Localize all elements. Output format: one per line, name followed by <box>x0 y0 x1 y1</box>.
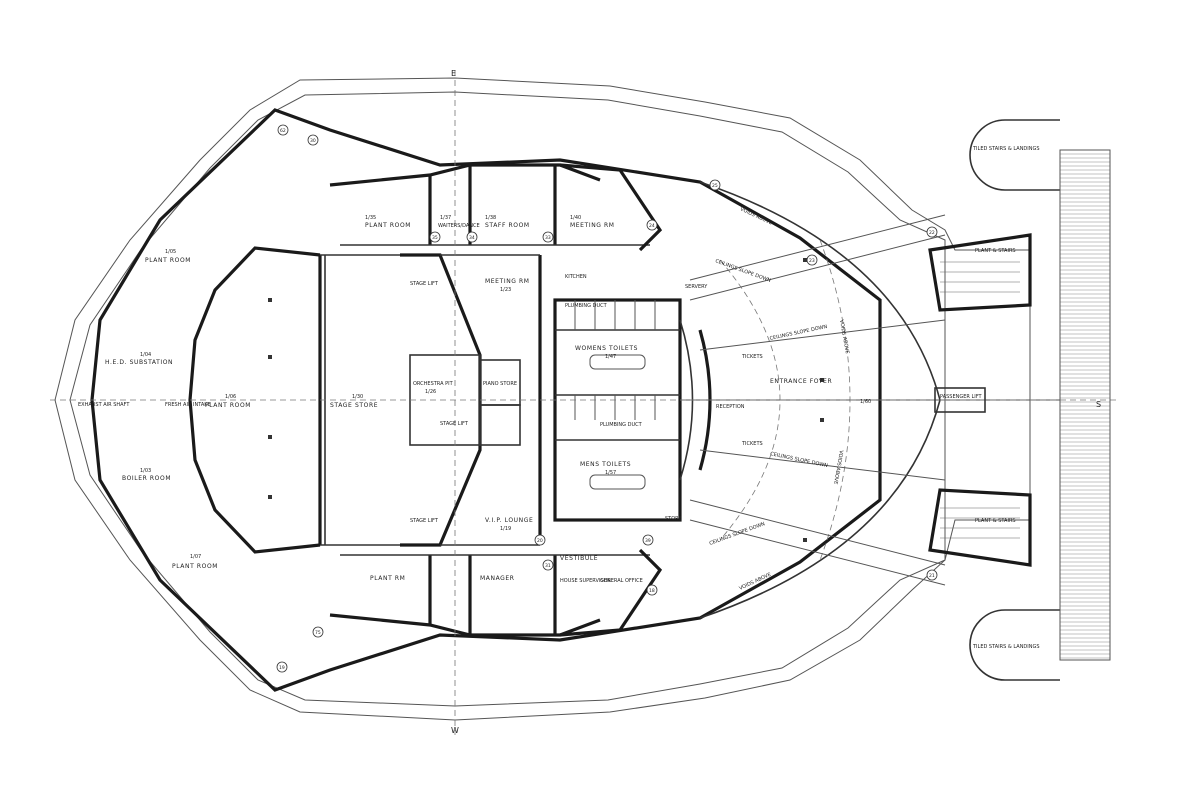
bottom-rooms <box>329 548 663 637</box>
label-voids-2: VOIDS ABOVE <box>838 319 850 354</box>
label-ceiling-4: CEILINGS SLOPE DOWN <box>709 521 766 547</box>
label-plumbing-duct: PLUMBING DUCT <box>565 303 608 309</box>
label-stage-lift-3: STAGE LIFT <box>410 518 439 524</box>
label-plant-stairs-bottom: PLANT & STAIRS <box>975 518 1016 524</box>
label-general-office: GENERAL OFFICE <box>600 578 643 584</box>
label-reception: RECEPTION <box>716 404 745 410</box>
label-tickets-1: TICKETS <box>741 354 763 360</box>
svg-text:18: 18 <box>649 588 655 594</box>
svg-text:30: 30 <box>310 138 316 144</box>
svg-text:23: 23 <box>809 258 815 264</box>
compass-s: S <box>1096 400 1101 409</box>
label-mens-toilets: MENS TOILETS <box>580 461 631 468</box>
label-meeting-rm-no: 1/40 <box>570 215 581 221</box>
label-vestibule: VESTIBULE <box>560 555 598 562</box>
columns <box>268 258 824 542</box>
svg-text:75: 75 <box>315 630 321 636</box>
label-plant-rm-s: PLANT RM <box>370 575 405 582</box>
label-exhaust: EXHAUST AIR SHAFT <box>78 402 130 408</box>
terrace-hatching <box>1059 149 1111 661</box>
svg-text:20: 20 <box>537 538 543 544</box>
label-womens-no: 1/47 <box>605 354 616 360</box>
compass-e: E <box>451 69 456 78</box>
building-perimeter <box>90 108 882 692</box>
label-tickets-2: TICKETS <box>741 441 763 447</box>
label-voids-3: VOIDS ABOVE <box>832 450 844 485</box>
label-servery: SERVERY <box>685 284 708 290</box>
label-foyer-no: 1/60 <box>860 399 871 405</box>
outer-boundary <box>54 77 1031 721</box>
top-rooms <box>329 163 663 252</box>
toilet-block <box>553 298 682 522</box>
stage-area <box>400 253 542 547</box>
label-meeting-rm: MEETING RM <box>570 222 615 229</box>
label-kitchen: KITCHEN <box>565 274 587 280</box>
label-staff-room-no: 1/38 <box>485 215 496 221</box>
label-stage-store: STAGE STORE <box>330 402 378 409</box>
label-fresh-air: FRESH AIR INTAKE <box>165 402 211 408</box>
label-plant-room-nw: PLANT ROOM <box>145 257 191 264</box>
label-plumbing-duct-2: PLUMBING DUCT <box>600 422 643 428</box>
foyer-walls <box>50 70 1120 735</box>
svg-text:62: 62 <box>280 128 286 134</box>
svg-text:34: 34 <box>469 235 475 241</box>
terrace-frame <box>1059 149 1111 661</box>
svg-text:19: 19 <box>279 665 285 671</box>
label-plant-stairs-top: PLANT & STAIRS <box>975 248 1016 254</box>
label-meeting-rm2-no: 1/23 <box>500 287 511 293</box>
label-stage-store-no: 1/30 <box>352 394 363 400</box>
label-orchestra-no: 1/26 <box>425 389 436 395</box>
label-ceiling-2: CEILINGS SLOPE DOWN <box>769 324 828 342</box>
label-ceiling-3: CEILINGS SLOPE DOWN <box>770 451 829 469</box>
label-waiters: WAITERS/DANCE <box>438 223 480 229</box>
label-meeting-rm2: MEETING RM <box>485 278 530 285</box>
label-boiler: BOILER ROOM <box>122 475 171 482</box>
label-entrance-foyer: ENTRANCE FOYER <box>770 378 832 385</box>
label-piano-store: PIANO STORE <box>483 381 517 387</box>
tiled-stairs <box>969 119 1060 681</box>
basins <box>589 354 646 490</box>
svg-text:22: 22 <box>929 230 935 236</box>
label-orchestra-pit: ORCHESTRA PIT <box>413 381 454 387</box>
label-plant-room-mid-no: 1/06 <box>225 394 236 400</box>
svg-text:39: 39 <box>645 538 651 544</box>
label-plant-room-mid: PLANT ROOM <box>205 402 251 409</box>
label-vip-no: 1/19 <box>500 526 511 532</box>
foyer-radials <box>689 214 946 586</box>
label-plant-room-top-no: 1/35 <box>365 215 376 221</box>
plant-stairs-boxes <box>928 233 1032 567</box>
label-hed-no: 1/04 <box>140 352 151 358</box>
label-tiled-stairs-bottom: TILED STAIRS & LANDINGS <box>972 644 1040 650</box>
label-house-supervisor: HOUSE SUPERVISOR <box>560 578 611 584</box>
cubicles-top <box>574 300 656 420</box>
svg-text:21: 21 <box>929 573 935 579</box>
label-staff-room: STAFF ROOM <box>485 222 530 229</box>
label-mens-no: 1/57 <box>605 470 616 476</box>
svg-text:25: 25 <box>712 183 718 189</box>
label-store: STORE <box>665 516 682 522</box>
svg-text:24: 24 <box>649 223 655 229</box>
label-passenger-lift: PASSENGER LIFT <box>940 394 983 400</box>
label-vip-lounge: V.I.P. LOUNGE <box>485 517 533 524</box>
label-stage-lift-2: STAGE LIFT <box>440 421 469 427</box>
svg-text:35: 35 <box>432 235 438 241</box>
compass-w: W <box>451 726 459 735</box>
label-plant-room-sw: PLANT ROOM <box>172 563 218 570</box>
label-boiler-no: 1/03 <box>140 468 151 474</box>
label-manager: MANAGER <box>480 575 515 582</box>
svg-text:33: 33 <box>545 235 551 241</box>
label-hed: H.E.D. SUBSTATION <box>105 359 173 366</box>
label-waiters-no: 1/37 <box>440 215 451 221</box>
label-stage-lift-1: STAGE LIFT <box>410 281 439 287</box>
label-plant-room-nw-no: 1/05 <box>165 249 176 255</box>
label-tiled-stairs-top: TILED STAIRS & LANDINGS <box>972 146 1040 152</box>
label-plant-room-sw-no: 1/07 <box>190 554 201 560</box>
svg-text:31: 31 <box>545 563 551 569</box>
label-womens-toilets: WOMENS TOILETS <box>575 345 638 352</box>
room-tags: 62 30 35 34 33 24 25 22 23 31 18 21 19 7… <box>276 124 938 673</box>
label-plant-room-top: PLANT ROOM <box>365 222 411 229</box>
